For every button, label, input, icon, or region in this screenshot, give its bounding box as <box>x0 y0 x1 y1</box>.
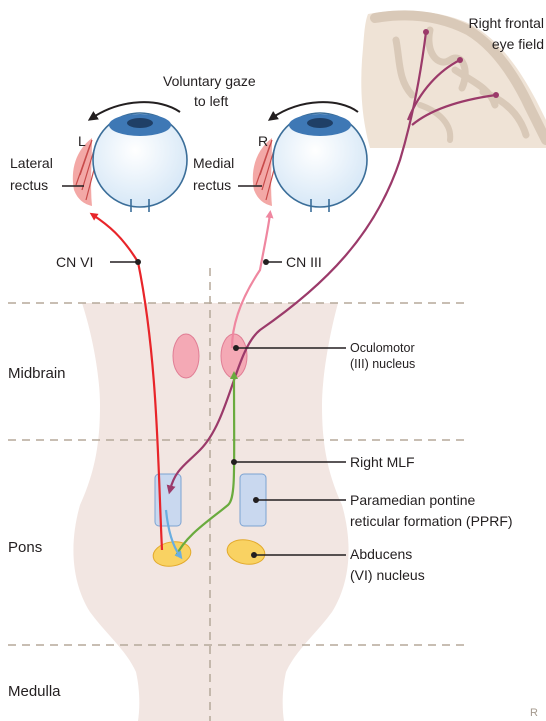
midbrain-label: Midbrain <box>8 365 66 382</box>
right-eye-label: R <box>258 133 268 149</box>
left-eye-label: L <box>78 133 86 149</box>
right-mlf-label: Right MLF <box>350 454 415 470</box>
oculomotor-nucleus-left <box>173 334 199 378</box>
oculomotor-label-1: Oculomotor <box>350 341 415 355</box>
oculomotor-label-2: (III) nucleus <box>350 357 415 371</box>
right-eye <box>253 113 367 212</box>
medial-rectus-label-2: rectus <box>193 177 231 193</box>
gaze-label-2: to left <box>194 93 228 109</box>
logo-mark: R <box>530 707 538 719</box>
cortical-dot-3 <box>493 92 499 98</box>
left-eye <box>73 113 187 212</box>
cortical-dot-1 <box>423 29 429 35</box>
frontal-cortex <box>361 11 546 148</box>
gaze-label-1: Voluntary gaze <box>163 73 256 89</box>
pons-label: Pons <box>8 539 42 556</box>
pprf-label-1: Paramedian pontine <box>350 492 476 508</box>
medulla-label: Medulla <box>8 683 61 700</box>
cortical-dot-2 <box>457 57 463 63</box>
abducens-label-2: (VI) nucleus <box>350 567 425 583</box>
cn6-label: CN VI <box>56 254 93 270</box>
frontal-eye-field-label-2: eye field <box>492 36 544 52</box>
lateral-rectus-label-2: rectus <box>10 177 48 193</box>
lateral-rectus-label-1: Lateral <box>10 155 53 171</box>
abducens-label-1: Abducens <box>350 546 412 562</box>
pprf-label-2: reticular formation (PPRF) <box>350 513 513 529</box>
frontal-eye-field-label-1: Right frontal <box>469 15 544 31</box>
medial-rectus-label-1: Medial <box>193 155 234 171</box>
cn3-label: CN III <box>286 254 322 270</box>
brainstem <box>73 303 348 721</box>
